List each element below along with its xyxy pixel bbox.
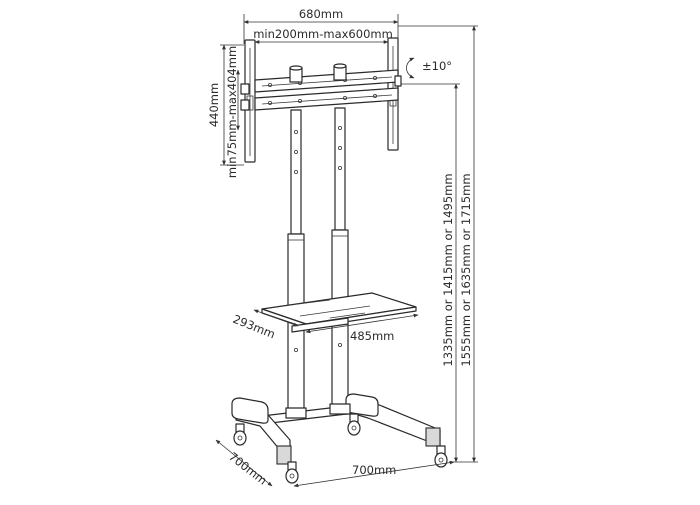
heights-a-label: 1335mm or 1415mm or 1495mm bbox=[441, 173, 455, 366]
support-poles bbox=[287, 107, 349, 415]
base-width-label: 700mm bbox=[352, 463, 396, 477]
vesa-vertical-dimension: min75mm-max404mm bbox=[225, 46, 240, 178]
shelf-width-dimension: 485mm bbox=[305, 313, 419, 343]
top-width-dimension: 680mm bbox=[243, 7, 399, 44]
wheel-rear bbox=[347, 413, 361, 436]
overall-width-label: 680mm bbox=[299, 7, 343, 21]
tv-mount-bracket bbox=[240, 37, 402, 163]
bracket-height-dimension: 440mm bbox=[207, 44, 244, 166]
tilt-indicator: ±10° bbox=[406, 57, 452, 79]
wheel-front bbox=[285, 461, 299, 484]
base-depth-label: 700mm bbox=[226, 449, 270, 487]
mobile-base bbox=[231, 393, 441, 465]
height-dimensions: 1335mm or 1415mm or 1495mm 1555mm or 163… bbox=[398, 25, 478, 463]
bracket-height-label: 440mm bbox=[207, 83, 221, 127]
wheel-left bbox=[233, 423, 247, 446]
shelf-width-label: 485mm bbox=[350, 329, 394, 343]
vesa-vertical-label: min75mm-max404mm bbox=[225, 46, 239, 178]
tilt-label: ±10° bbox=[422, 59, 452, 73]
base-depth-dimension: 700mm bbox=[215, 439, 273, 488]
base-width-dimension: 700mm bbox=[293, 460, 455, 488]
vesa-horizontal-dimension: min200mm-max600mm bbox=[253, 27, 393, 44]
vesa-horizontal-label: min200mm-max600mm bbox=[253, 27, 393, 41]
heights-b-label: 1555mm or 1635mm or 1715mm bbox=[459, 173, 473, 366]
